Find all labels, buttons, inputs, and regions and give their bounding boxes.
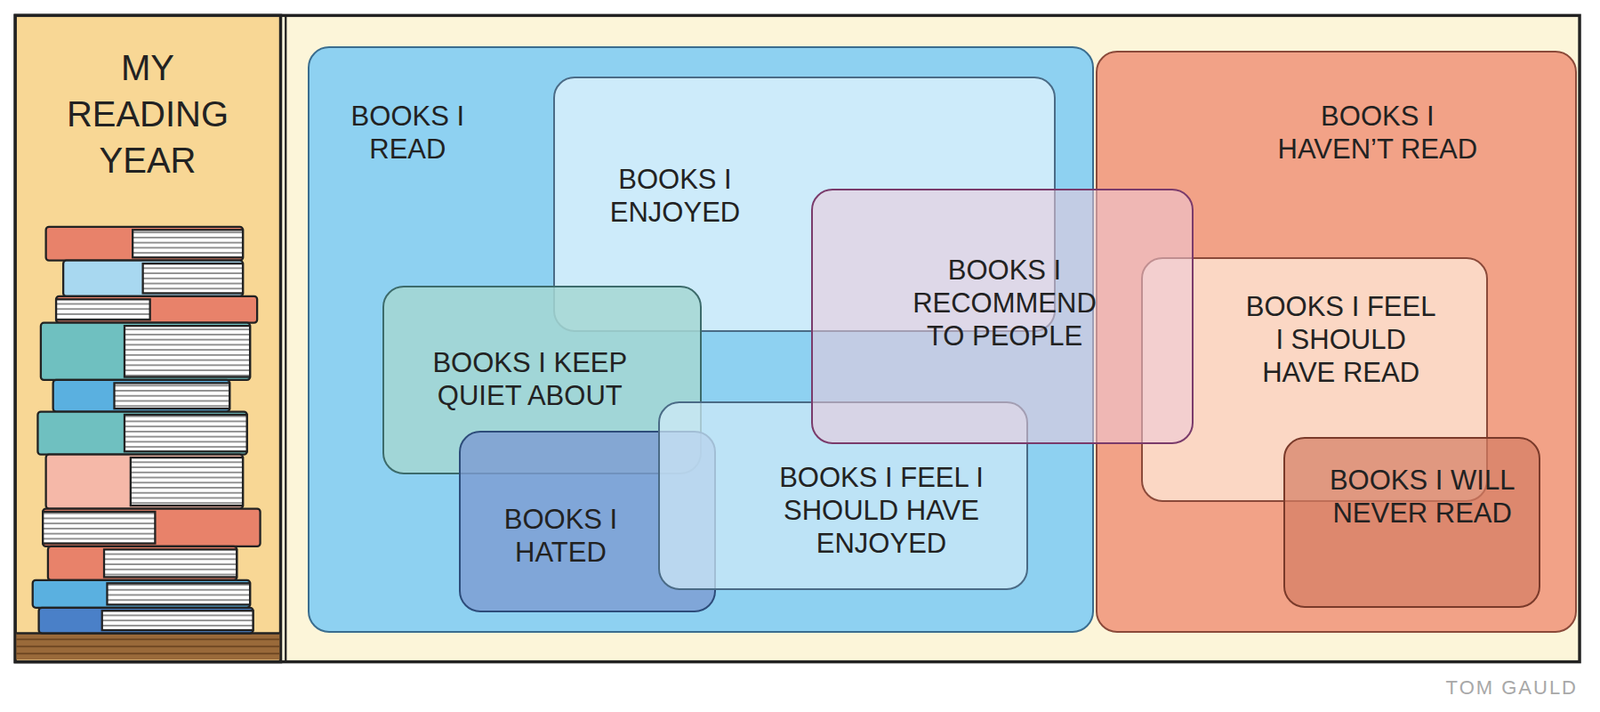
diagram-title: MY READING YEAR [58,44,237,184]
set-label: BOOKS I HATED [491,502,630,569]
left-panel [15,15,281,661]
set-label: BOOKS I FEEL I SHOULD HAVE ENJOYED [771,460,992,561]
set-region: BOOKS I WILL NEVER READ [1283,436,1541,608]
right-panel [15,15,1580,661]
set-region: BOOKS I RECOMMEND TO PEOPLE [811,188,1194,444]
set-label: BOOKS I FEEL I SHOULD HAVE READ [1241,289,1440,390]
set-label: BOOKS I ENJOYED [592,162,758,229]
set-label: BOOKS I HAVEN’T READ [1271,99,1485,166]
book-stack [32,226,261,634]
shelf [16,632,280,660]
set-label: BOOKS I READ [343,99,474,166]
set-label: BOOKS I WILL NEVER READ [1327,463,1517,530]
panel-divider [284,15,287,661]
set-label: BOOKS I RECOMMEND TO PEOPLE [894,253,1116,354]
signature: TOM GAULD [1446,675,1578,700]
set-label: BOOKS I KEEP QUIET ABOUT [425,345,636,412]
